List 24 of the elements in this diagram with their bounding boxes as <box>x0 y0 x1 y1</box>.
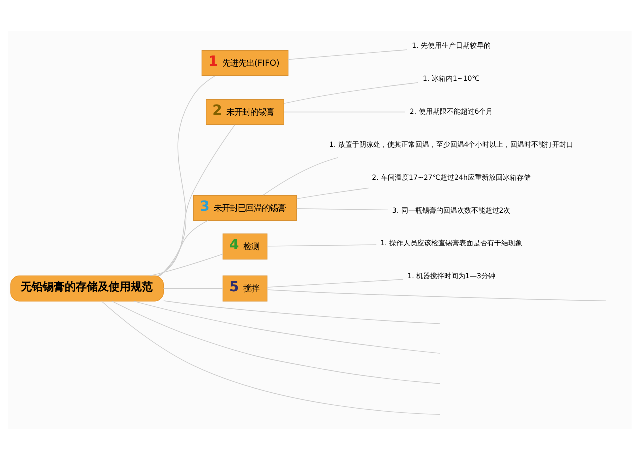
node-box: 无铅锡膏的存储及使用规范 <box>10 276 164 302</box>
connector <box>112 301 441 384</box>
node-box: 4 检测 <box>222 234 268 260</box>
connector <box>163 288 224 290</box>
connector <box>134 301 441 354</box>
connector <box>296 208 388 211</box>
connector <box>157 220 208 276</box>
node-box: 3 未开封已回温的锡膏 <box>193 195 298 222</box>
connector <box>288 50 408 60</box>
connector <box>284 112 406 113</box>
node-box: 2 未开封的锡膏 <box>206 99 284 126</box>
connector <box>267 290 607 302</box>
connector <box>102 301 440 416</box>
connector <box>164 300 440 324</box>
connector <box>158 124 236 276</box>
node-box: 1 先进先出(FIFO) <box>202 50 289 76</box>
connector <box>262 157 339 196</box>
connector <box>160 76 216 276</box>
connector <box>284 82 418 104</box>
connector <box>267 244 377 247</box>
connector <box>267 279 404 288</box>
connector <box>150 254 224 276</box>
connector <box>296 188 370 200</box>
node-box: 5 搅拌 <box>222 276 268 302</box>
